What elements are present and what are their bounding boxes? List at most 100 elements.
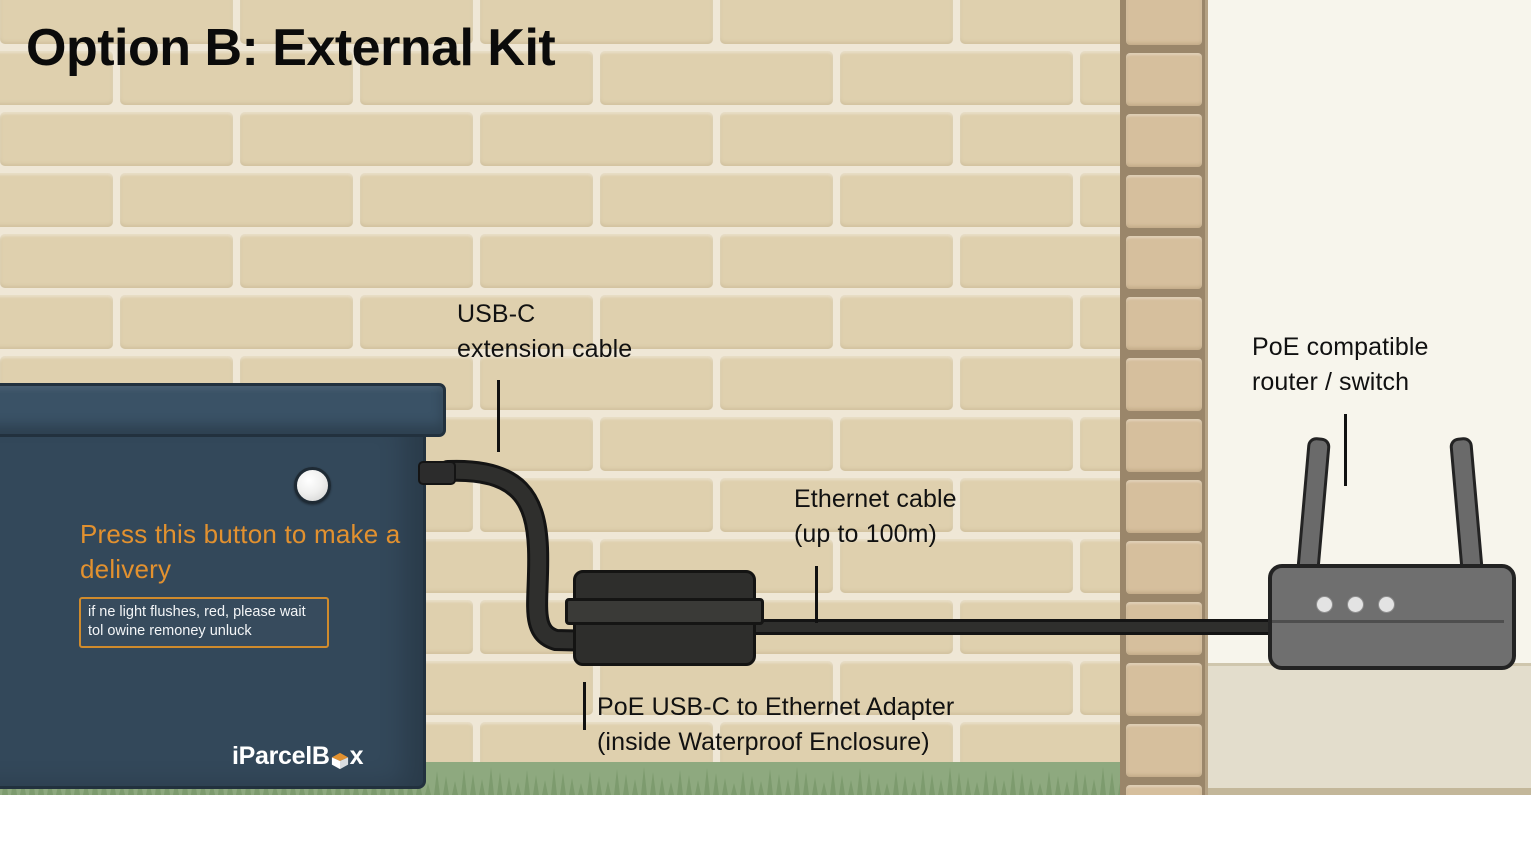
brick	[600, 295, 833, 349]
corner-brick	[1126, 663, 1202, 716]
router-led-2	[1347, 596, 1364, 613]
brick	[1080, 51, 1120, 105]
grass-blade	[425, 783, 431, 795]
grass-blade	[623, 774, 629, 795]
parcel-box-note: if ne light flushes, red, please wait to…	[79, 597, 329, 649]
logo-text-after: x	[349, 742, 364, 770]
grass-blade	[452, 781, 458, 795]
grass-blade	[758, 781, 764, 795]
grass-blade	[659, 777, 665, 795]
parcel-box-instruction: Press this button to make a delivery	[80, 519, 401, 585]
brick	[600, 417, 833, 471]
brick	[0, 51, 113, 105]
brick	[240, 234, 473, 288]
corner-brick	[1126, 480, 1202, 533]
grass-blade	[119, 783, 125, 795]
grass-blade	[992, 775, 998, 795]
leader-line-ethernet-cable	[815, 566, 818, 623]
brick	[960, 478, 1120, 532]
grass-blade	[974, 782, 980, 795]
brick	[120, 51, 353, 105]
grass-blade	[542, 780, 548, 795]
grass-blade	[713, 773, 719, 795]
parcel-box-body	[0, 415, 426, 789]
grass-blade	[929, 774, 935, 795]
corner-brick	[1126, 297, 1202, 350]
grass-blade	[1109, 772, 1115, 795]
corner-brick	[1126, 0, 1202, 45]
grass-blade	[776, 774, 782, 795]
grass-blade	[677, 770, 683, 795]
grass-blade	[515, 782, 521, 795]
brick	[840, 539, 1073, 593]
grass-blade	[1091, 779, 1097, 795]
corner-brick	[1126, 541, 1202, 594]
brick	[0, 295, 113, 349]
interior-shelf-edge	[1208, 788, 1531, 795]
grass-blade	[1028, 778, 1034, 795]
grass-blade	[479, 779, 485, 795]
grass-blade	[524, 770, 530, 795]
brick	[1080, 417, 1120, 471]
brick	[840, 51, 1073, 105]
grass-blade	[650, 772, 656, 795]
brick	[480, 112, 713, 166]
grass-blade	[695, 780, 701, 795]
grass-blade	[821, 782, 827, 795]
delivery-button[interactable]	[294, 467, 331, 504]
grass-blade	[740, 771, 746, 795]
grass-blade	[272, 783, 278, 795]
brick	[960, 600, 1120, 654]
grass-blade	[920, 769, 926, 795]
page-title: Option B: External Kit	[26, 19, 556, 77]
brick	[720, 356, 953, 410]
wall-corner-edge	[1205, 0, 1210, 795]
grass-blade	[803, 772, 809, 795]
grass-blade	[911, 781, 917, 795]
grass-blade	[1073, 769, 1079, 795]
brick	[120, 295, 353, 349]
grass-blade	[857, 768, 863, 795]
parcel-box-icon	[331, 748, 349, 769]
grass-blade	[956, 772, 962, 795]
grass-blade	[866, 773, 872, 795]
brick	[240, 0, 473, 44]
brick	[1080, 295, 1120, 349]
grass-blade	[875, 778, 881, 795]
grass-blade	[812, 777, 818, 795]
grass-blade	[1118, 777, 1120, 795]
grass-blade	[1010, 768, 1016, 795]
grass-blade	[605, 781, 611, 795]
corner-brick	[1126, 236, 1202, 289]
logo-text-before: iParcelB	[232, 742, 330, 770]
router-led-3	[1378, 596, 1395, 613]
brick	[0, 112, 233, 166]
brick	[600, 173, 833, 227]
grass-blade	[749, 776, 755, 795]
leader-line-poe-adapter	[583, 682, 586, 730]
grass-blade	[614, 769, 620, 795]
brick	[600, 661, 833, 715]
corner-brick	[1126, 785, 1202, 795]
brick	[960, 0, 1120, 44]
brick	[720, 0, 953, 44]
brick	[960, 234, 1120, 288]
brick	[0, 234, 233, 288]
brick	[720, 112, 953, 166]
corner-brick	[1126, 602, 1202, 655]
corner-brick	[1126, 724, 1202, 777]
usb-c-connector	[418, 461, 456, 485]
brick	[0, 0, 233, 44]
label-poe-router-switch: PoE compatible router / switch	[1252, 333, 1429, 396]
grass-blade	[587, 771, 593, 795]
brick	[480, 478, 713, 532]
grass-blade	[533, 775, 539, 795]
grass-blade	[1001, 780, 1007, 795]
brick	[720, 478, 953, 532]
parcel-box-lid	[0, 383, 446, 437]
grass-blade	[488, 767, 494, 795]
brick	[600, 51, 833, 105]
brick	[360, 51, 593, 105]
grass-blade	[704, 768, 710, 795]
